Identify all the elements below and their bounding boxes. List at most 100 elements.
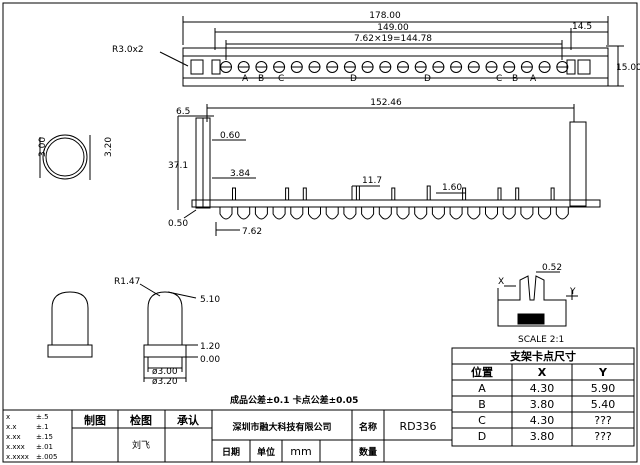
clip-table-cell: 4.30: [530, 414, 555, 427]
pin-label-b-right: B: [512, 74, 518, 84]
qty-label: 数量: [359, 446, 377, 458]
led-dome: [396, 207, 410, 220]
led-dome: [254, 207, 268, 220]
dim-inner-length: 149.00: [377, 23, 409, 33]
drafter-name: 刘飞: [132, 439, 150, 451]
tol-key: x.xxxx: [6, 453, 29, 461]
clip-table-cell: ???: [594, 430, 612, 443]
clip-axis-y: Y: [569, 287, 576, 297]
led-dome: [555, 207, 569, 220]
pin: [232, 187, 236, 201]
circle-left-dim: 3.00: [38, 137, 48, 157]
tol-value: ±.005: [36, 453, 57, 461]
led-dome: [343, 207, 357, 220]
clip-table-cell: 3.80: [530, 430, 555, 443]
led-dome: [485, 207, 498, 220]
dim-pin-length: 3.84: [230, 169, 250, 179]
top-view-holes: [220, 61, 569, 73]
hole: [273, 61, 286, 73]
unit-value: mm: [290, 445, 311, 458]
led-dome: [467, 207, 481, 220]
pin-label-c-right: C: [496, 74, 502, 84]
led-dome: [361, 207, 375, 220]
clip-table-cell: D: [478, 430, 486, 443]
part-number: RD336: [399, 420, 436, 433]
tolerance-note: 成品公差±0.1 卡点公差±0.05: [230, 394, 358, 406]
led-dome: [502, 207, 516, 220]
tol-key: x.xxx: [6, 443, 25, 451]
led-dome: [290, 207, 304, 220]
clip-width-dim: 0.52: [542, 263, 562, 273]
name-label: 名称: [359, 421, 377, 433]
pin: [515, 187, 520, 201]
clip-table-cell: 4.30: [530, 382, 555, 395]
pin: [285, 187, 290, 201]
dim-height: 37.1: [168, 161, 188, 171]
check-label: 检图: [130, 413, 152, 427]
hole: [538, 61, 551, 73]
draw-label: 制图: [84, 413, 106, 427]
clip-table: [451, 347, 635, 447]
led-dome: [520, 207, 534, 220]
pin: [426, 185, 431, 201]
led-dome: [272, 207, 286, 220]
title-block: [3, 409, 452, 462]
tol-value: ±.01: [36, 443, 53, 451]
led-radius: R1.47: [114, 277, 140, 287]
hole: [450, 61, 463, 73]
approve-label: 承认: [177, 413, 200, 427]
dim-side-pitch: 7.62: [242, 227, 262, 237]
led-dome: [325, 207, 339, 220]
hole: [255, 61, 268, 73]
led-dim-a: 1.20: [200, 342, 220, 352]
pin-label-a-right: A: [530, 74, 537, 84]
pin: [462, 187, 467, 201]
hole: [485, 61, 498, 73]
side-view: [177, 104, 601, 236]
dim-end-offset: 14.5: [572, 22, 592, 32]
side-view-leds: [219, 207, 569, 220]
clip-table-cell: 3.80: [530, 398, 555, 411]
dim-span: 152.46: [370, 98, 402, 108]
strip-body: [182, 47, 609, 87]
company-name: 深圳市融大科技有限公司: [232, 421, 331, 433]
clip-table-cell: 5.40: [591, 398, 616, 411]
tol-value: ±.15: [36, 433, 53, 441]
led-dome: [414, 207, 428, 220]
dim-width: 15.00: [616, 63, 640, 73]
dim-overall-length: 178.00: [369, 11, 401, 21]
hole: [556, 61, 569, 73]
pin-label-d-right: D: [424, 74, 431, 84]
dim-base: 0.50: [168, 219, 188, 229]
hole-callout: R3.0x2: [112, 45, 144, 55]
hole: [397, 61, 409, 73]
pin-label-d-left: D: [350, 74, 357, 84]
hole: [220, 61, 232, 73]
pin: [391, 187, 396, 201]
hole: [308, 61, 321, 73]
led-dome: [538, 207, 552, 220]
clip-detail-view: [497, 271, 578, 327]
led-dome: [219, 207, 233, 220]
led-dome: [308, 207, 321, 220]
tol-value: ±.5: [36, 413, 49, 421]
hole: [290, 61, 303, 73]
led-dim-b: 0.00: [200, 355, 220, 365]
tol-key: x.x: [6, 423, 17, 431]
clip-table-header: Y: [598, 366, 608, 379]
clip-table-cell: B: [478, 398, 486, 411]
clip-table-cell: C: [478, 414, 486, 427]
clip-table-header: X: [538, 366, 547, 379]
date-label: 日期: [222, 446, 240, 458]
hole: [326, 61, 339, 73]
dim-pitch-total: 7.62×19=144.78: [354, 34, 432, 44]
top-view: [159, 16, 624, 87]
led-height: 5.10: [200, 295, 220, 305]
tol-value: ±.1: [36, 423, 49, 431]
circle-view: [39, 134, 91, 180]
tol-key: x.xx: [6, 433, 21, 441]
clip-table-cell: 5.90: [591, 382, 616, 395]
